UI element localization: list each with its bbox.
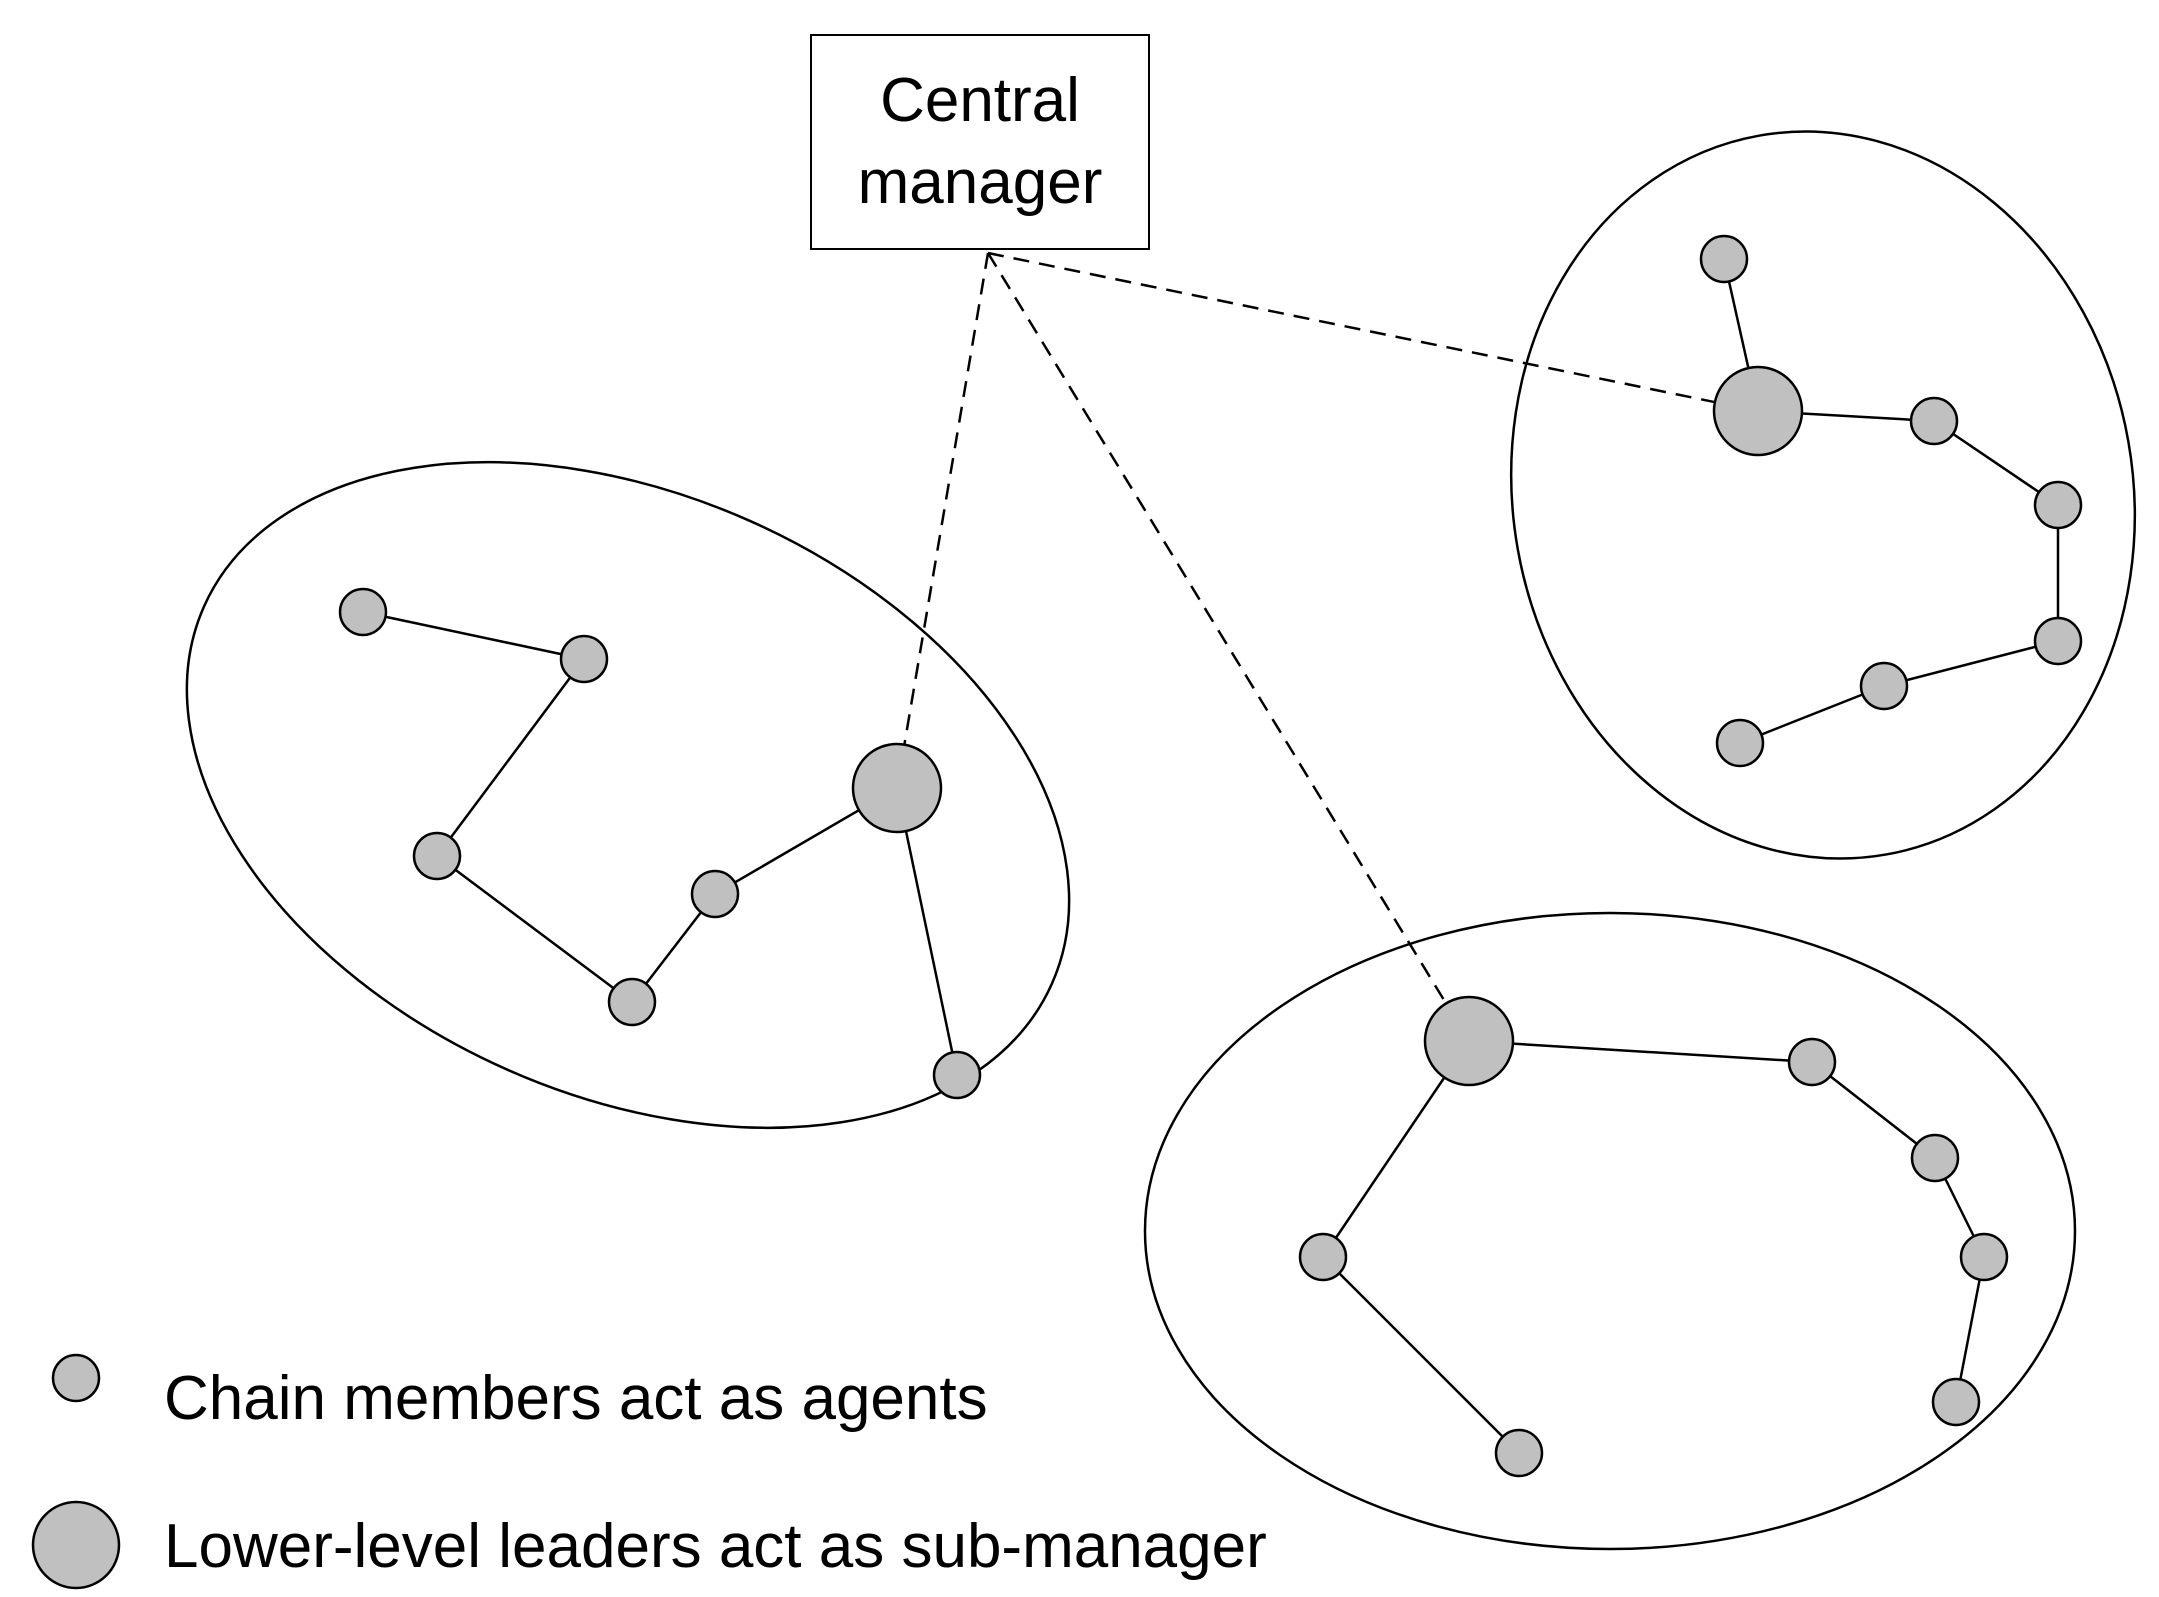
agent-node-b3: [1959, 1232, 2009, 1282]
agent-node-a3: [412, 831, 462, 881]
agent-node-a2: [559, 634, 609, 684]
central-manager-line1: Central: [880, 66, 1080, 135]
agent-node-b4: [1931, 1377, 1981, 1427]
legend-agent-marker: [51, 1353, 101, 1403]
chain-edge-b1-b2: [1811, 1061, 1936, 1159]
clusters-layer: [185, 130, 2137, 1551]
chain-edge-a1-a2: [362, 610, 585, 661]
sub-manager-node-B: [1423, 995, 1515, 1087]
agent-node-r1: [1699, 234, 1749, 284]
sub-manager-node-L: [851, 742, 943, 834]
agent-node-b1: [1787, 1037, 1837, 1087]
agent-node-b5: [1298, 1232, 1348, 1282]
cluster-ellipse-left: [185, 460, 1071, 1130]
agent-node-a5: [690, 869, 740, 919]
manager-link-L: [895, 252, 990, 789]
chain-edge-L-a6: [895, 787, 959, 1076]
nodes-layer: [338, 234, 2083, 1478]
chain-edge-b5-b6: [1322, 1256, 1520, 1454]
cluster-ellipse-upper-right: [1509, 130, 2137, 860]
manager-link-B: [986, 252, 1471, 1042]
agent-node-b6: [1494, 1428, 1544, 1478]
chain-edge-B-b1: [1468, 1039, 1813, 1064]
legend-submanager-marker: [31, 1500, 121, 1590]
agent-node-r5: [1859, 661, 1909, 711]
manager-links-layer: [895, 251, 1759, 1042]
central-manager-box: Central manager: [810, 34, 1150, 250]
chain-edge-r5-r6: [1739, 684, 1885, 745]
manager-link-R: [987, 251, 1759, 413]
agent-node-r6: [1715, 718, 1765, 768]
legend-submanager-label: Lower-level leaders act as sub-manager: [164, 1512, 1267, 1581]
chain-edge-r2-r3: [1933, 419, 2059, 507]
legend-markers: [31, 1353, 121, 1590]
chain-edge-b3-b4: [1954, 1256, 1986, 1403]
agent-node-a1: [338, 587, 388, 637]
agent-node-b2: [1910, 1133, 1960, 1183]
agent-node-r4: [2033, 616, 2083, 666]
agent-node-r2: [1909, 396, 1959, 446]
sub-manager-node-R: [1712, 365, 1804, 457]
cluster-ellipse-lower-right: [1143, 911, 2077, 1551]
chain-edge-r4-r5: [1883, 639, 2059, 688]
legend-agent-label: Chain members act as agents: [164, 1364, 988, 1433]
agent-node-a4: [607, 977, 657, 1027]
agent-node-r3: [2033, 480, 2083, 530]
chain-edge-a2-a3: [435, 658, 586, 857]
central-manager-line2: manager: [857, 148, 1103, 217]
agent-node-a6: [932, 1050, 982, 1100]
chain-edge-a3-a4: [436, 854, 633, 1004]
